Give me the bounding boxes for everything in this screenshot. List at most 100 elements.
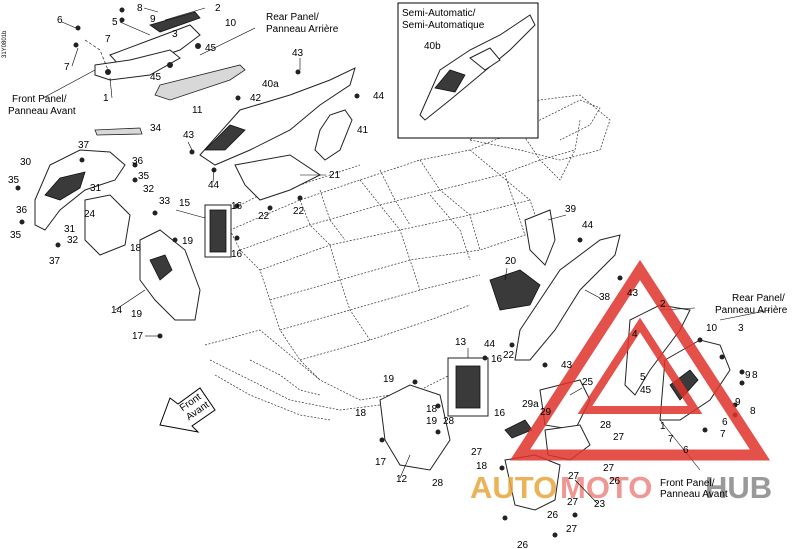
callout-1: 1: [103, 93, 109, 104]
callout-16: 16: [494, 408, 506, 419]
callout-5: 5: [112, 17, 118, 28]
callout-20: 20: [505, 256, 517, 267]
callout-44: 44: [373, 91, 385, 102]
callout-6: 6: [57, 15, 63, 26]
callout-35: 35: [8, 175, 20, 186]
callout-40b: 40b: [424, 41, 441, 52]
callout-15: 15: [179, 198, 191, 209]
callout-43: 43: [183, 130, 195, 141]
callout-28: 28: [600, 420, 612, 431]
front-left-fender: [15, 149, 240, 339]
callout-45: 45: [640, 385, 652, 396]
callout-7: 7: [668, 434, 674, 445]
right-fender-group: [379, 209, 623, 538]
callout-27: 27: [471, 447, 483, 458]
callout-22: 22: [293, 206, 305, 217]
caption-semi-auto-fr: Semi-Automatique: [402, 20, 485, 31]
callout-27: 27: [567, 497, 579, 508]
callout-27: 27: [568, 471, 580, 482]
callout-24: 24: [84, 209, 96, 220]
callout-36: 36: [16, 205, 28, 216]
callout-35: 35: [138, 171, 150, 182]
callout-8: 8: [752, 370, 758, 381]
callout-18: 18: [130, 243, 142, 254]
callout-26: 26: [547, 510, 559, 521]
callout-6: 6: [683, 445, 689, 456]
callout-25: 25: [582, 377, 594, 388]
callout-22: 22: [258, 211, 270, 222]
callout-34: 34: [150, 123, 162, 134]
callout-31: 31: [64, 224, 76, 235]
callout-28: 28: [432, 478, 444, 489]
callout-8: 8: [750, 406, 756, 417]
callout-18: 18: [355, 408, 367, 419]
callout-labels: 8 2 6 5 9 10 3 7 45 7 45 1 11 42 43 40a …: [8, 3, 758, 549]
front-direction-arrow: Front Avant: [159, 387, 216, 433]
callout-16: 16: [231, 249, 243, 260]
callout-18: 18: [476, 461, 488, 472]
callout-44: 44: [484, 339, 496, 350]
callout-26: 26: [609, 476, 621, 487]
callout-7: 7: [64, 62, 70, 73]
leader-lines: [42, 7, 601, 505]
callout-8: 8: [137, 3, 143, 14]
callout-44: 44: [208, 180, 220, 191]
vehicle-frame: [204, 94, 611, 421]
callout-43: 43: [561, 360, 573, 371]
callout-29: 29: [540, 407, 552, 418]
callout-45: 45: [150, 72, 162, 83]
callout-2: 2: [660, 299, 666, 310]
callout-3: 3: [172, 29, 178, 40]
callout-32: 32: [67, 235, 79, 246]
callout-17: 17: [132, 331, 144, 342]
callout-9: 9: [735, 397, 741, 408]
callout-17: 17: [375, 457, 387, 468]
caption-rear-panel-top-fr: Panneau Arrière: [266, 24, 339, 35]
callout-27: 27: [613, 432, 625, 443]
callout-35: 35: [10, 230, 22, 241]
caption-rear-panel-right-fr: Panneau Arrière: [715, 305, 788, 316]
callout-19: 19: [383, 374, 395, 385]
callout-18: 18: [426, 404, 438, 415]
callout-42: 42: [250, 93, 262, 104]
caption-front-panel-top-fr: Panneau Avant: [8, 106, 76, 117]
callout-12: 12: [396, 474, 408, 485]
callout-36: 36: [132, 156, 144, 167]
callout-10: 10: [225, 18, 237, 29]
rear-panel-top-left: [73, 7, 256, 101]
callout-4: 4: [632, 329, 638, 340]
callout-37: 37: [78, 140, 90, 151]
callout-30: 30: [20, 157, 32, 168]
callout-32: 32: [143, 184, 155, 195]
callout-39: 39: [565, 204, 577, 215]
callout-40a: 40a: [262, 79, 279, 90]
doc-code: 31Y0801b: [2, 30, 8, 58]
callout-37: 37: [49, 256, 61, 267]
callout-28: 28: [443, 416, 455, 427]
callout-19: 19: [131, 309, 143, 320]
callout-1: 1: [660, 421, 666, 432]
callout-7: 7: [105, 34, 111, 45]
watermark-text-left: AUTO: [470, 470, 557, 505]
caption-front-panel-top-en: Front Panel/: [12, 94, 67, 105]
watermark: AUTO MOTO HUB: [470, 259, 772, 505]
side-panels-upper: [189, 67, 360, 211]
callout-11: 11: [192, 105, 203, 116]
callout-9: 9: [150, 14, 156, 25]
callout-13: 13: [455, 337, 467, 348]
callout-6: 6: [722, 417, 728, 428]
callout-31: 31: [90, 183, 102, 194]
callout-41: 41: [357, 125, 369, 136]
callout-10: 10: [706, 323, 718, 334]
watermark-text-right: HUB: [705, 470, 772, 505]
callout-44: 44: [582, 220, 594, 231]
callout-19: 19: [182, 236, 194, 247]
semi-automatic-inset: [397, 2, 539, 139]
callout-43: 43: [292, 48, 304, 59]
callout-22: 22: [503, 350, 515, 361]
callout-7: 7: [720, 429, 726, 440]
callout-16: 16: [491, 354, 503, 365]
watermark-text-middle: MOTO: [560, 470, 652, 505]
